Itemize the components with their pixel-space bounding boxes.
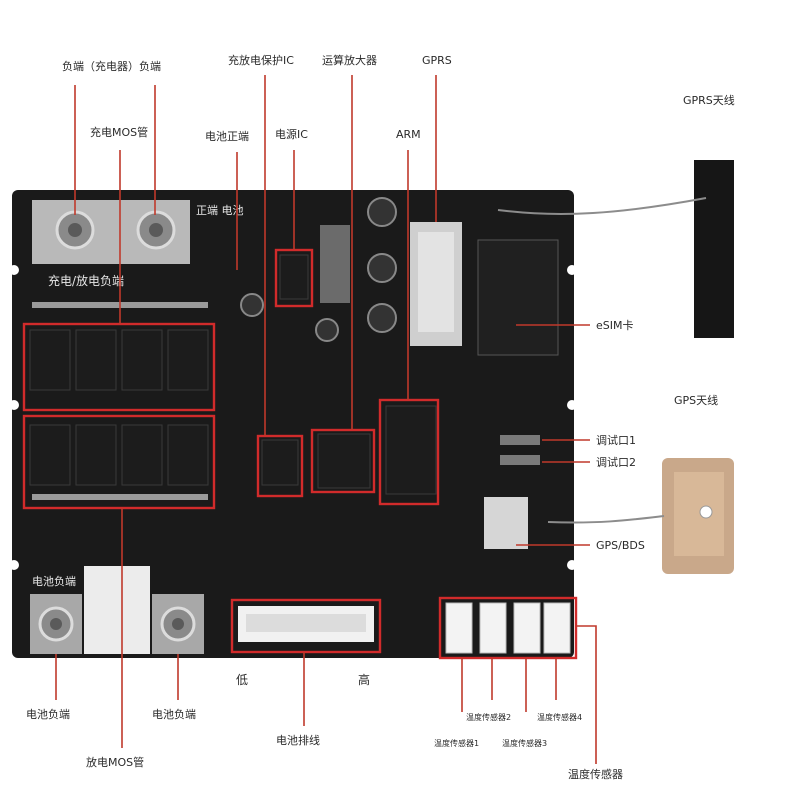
gps-antenna [547,458,734,574]
label-temp-sensor-2: 温度传感器2 [466,712,511,722]
harness-box [230,598,382,654]
label-power-ic: 电源IC [275,127,308,141]
label-esim: eSIM卡 [596,319,634,332]
gps-module [484,497,528,549]
capacitors [240,197,397,342]
label-debug1: 调试口1 [596,434,636,447]
charge-mos-box [22,322,216,412]
harness-connector [238,606,374,642]
leader-lines [55,75,597,764]
label-gps-bds: GPS/BDS [596,539,645,552]
power-ic [279,254,309,300]
silk-top-right: 正端 电池 [196,204,244,217]
protect-ic-box [256,434,304,498]
label-protect-ic: 充放电保护IC [228,53,294,67]
gprs-antenna [497,160,734,338]
op-amp [317,433,371,489]
label-gps-antenna: GPS天线 [674,393,718,407]
silk-bottom-left: 电池负端 [32,574,76,588]
white-connector-block [84,566,150,654]
silk-top-terminal: 充电/放电负端 [48,273,124,288]
label-temp-sensor: 温度传感器 [568,767,623,781]
label-debug2: 调试口2 [596,456,636,469]
arm-box [378,398,440,506]
temp-sensor-box [438,596,578,660]
protect-ic [261,439,299,486]
debug-headers [500,435,540,465]
arm-mcu [385,405,437,495]
label-temp-sensor-4: 温度传感器4 [537,712,582,722]
top-terminal-bar [32,200,190,264]
mosfet-array [29,302,209,500]
gprs-module [410,222,462,346]
label-charge-mos: 充电MOS管 [90,125,148,139]
label-temp-sensor-3: 温度传感器3 [502,738,547,748]
label-arm: ARM [396,128,421,141]
discharge-mos-box [22,414,216,510]
label-load-neg: 负端（充电器）负端 [62,59,161,73]
label-op-amp: 运算放大器 [322,53,377,67]
label-battery-neg-right: 电池负端 [152,707,196,721]
label-temp-sensor-1: 温度传感器1 [434,738,479,748]
label-battery-harness: 电池排线 [276,733,320,747]
op-amp-box [310,428,376,494]
label-battery-neg-left: 电池负端 [26,707,70,721]
silk-harness-high: 高 [358,672,370,687]
esim-area [477,239,559,356]
silk-harness-low: 低 [236,673,248,687]
label-battery-pos: 电池正端 [205,130,249,143]
label-gprs-antenna: GPRS天线 [683,93,735,107]
bottom-left-terminal [30,594,82,654]
bottom-right-terminal [152,594,204,654]
label-gprs: GPRS [422,54,452,67]
temp-connectors [445,602,571,654]
label-discharge-mos: 放电MOS管 [86,755,144,769]
